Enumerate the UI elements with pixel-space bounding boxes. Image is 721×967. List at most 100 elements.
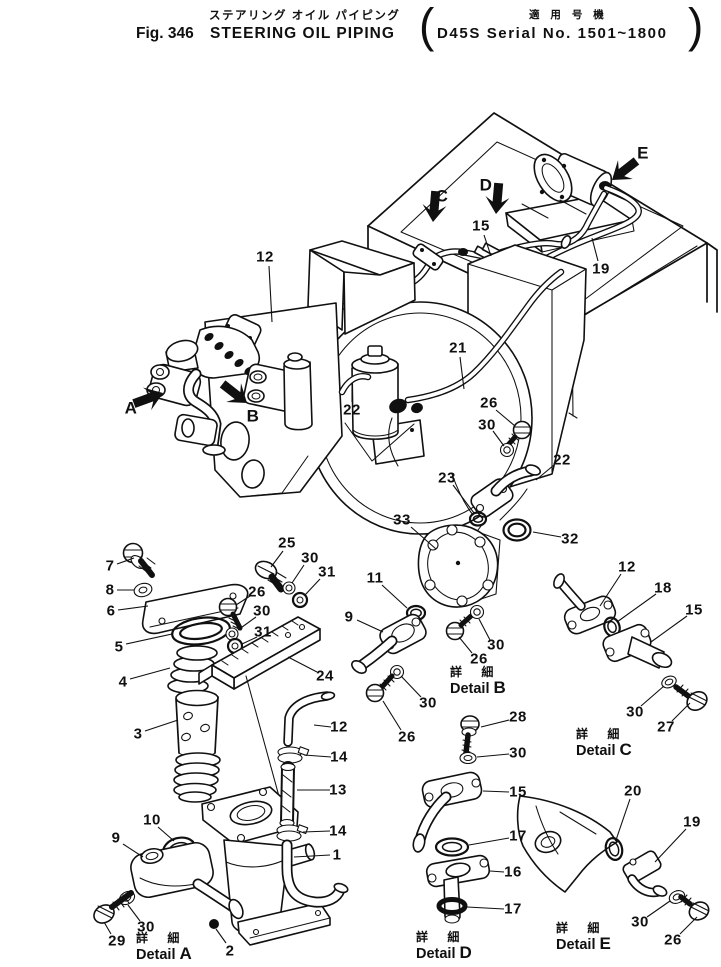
detail-e-parts-drawing [604,837,710,921]
leader-line [157,826,175,842]
leader-line [129,667,171,680]
leader-line [650,615,688,643]
part-number-callout: 22 [343,402,361,419]
leader-line [304,578,321,596]
part-number-callout: 10 [143,812,161,829]
part-number-callout: 12 [330,719,348,736]
part-number-callout: 12 [618,559,636,576]
leader-line [127,904,141,922]
leader-line [116,557,135,565]
leader-line [122,843,144,858]
part-number-callout: 1 [333,847,342,864]
leader-line [615,798,631,841]
parenthesis-open: ( [419,0,435,52]
part-number-callout: 9 [345,609,354,626]
part-number-callout: 31 [254,624,272,641]
leader-line [483,234,492,257]
leader-line [303,754,332,758]
leader-line [599,573,622,607]
part-number-callout: 28 [509,709,527,726]
leader-line [452,484,475,514]
parenthesis-close: ) [688,0,704,52]
part-number-callout: 18 [654,580,672,597]
leader-line [293,854,331,858]
leader-line [535,464,555,481]
part-number-callout: 33 [393,512,411,529]
detail-d-parts-drawing [412,715,491,924]
detail-c-parts-drawing [553,573,708,712]
leader-line [459,356,465,390]
leader-line [356,619,384,633]
leader-line [640,685,665,707]
part-number-callout: 17 [509,828,527,845]
part-number-callout: 30 [137,919,155,936]
leader-line [616,593,657,623]
serial-range: D45S Serial No. 1501~1800 [437,25,668,42]
leader-line [489,870,505,873]
leader-line [302,830,331,833]
leader-line [679,916,698,935]
leader-line [476,753,510,758]
part-number-callout: 3 [134,726,143,743]
leader-line [144,719,179,732]
leader-line [468,837,510,846]
part-number-callout: 9 [112,830,121,847]
part-number-callout: 30 [478,417,496,434]
view-arrow-letter: D [480,176,493,195]
part-number-callout: 22 [553,452,571,469]
relief-valve-parts-drawing [122,542,321,803]
part-number-callout: 25 [278,535,296,552]
title-japanese: ステアリング オイル パイピング [209,10,401,22]
part-number-callout: 4 [119,674,128,691]
view-direction-arrow [612,157,640,180]
part-number-callout: 26 [470,651,488,668]
part-number-callout: 30 [509,745,527,762]
leader-line [478,618,491,641]
leader-line [646,900,671,918]
part-number-callout: 21 [449,340,467,357]
leader-line [532,531,562,538]
part-number-callout: 30 [626,704,644,721]
leader-line [480,719,510,728]
view-arrow-letter: E [637,144,649,163]
part-number-callout: 27 [657,719,675,736]
part-number-callout: 14 [329,823,347,840]
leader-line [671,702,691,722]
leader-line [268,265,273,323]
part-number-callout: 5 [115,639,124,656]
view-direction-arrow [485,182,510,214]
leader-line [237,616,257,631]
part-number-callout: 30 [419,695,437,712]
part-number-callout: 26 [398,729,416,746]
part-number-callout: 19 [592,261,610,278]
part-number-callout: 8 [106,582,115,599]
leader-line [458,636,473,654]
view-arrow-letter: A [125,399,138,418]
leader-line [466,906,505,910]
part-number-callout: 2 [226,943,235,960]
leader-line [235,595,251,606]
leader-line [313,724,332,728]
part-number-callout: 30 [253,603,271,620]
part-number-callout: 15 [472,218,490,235]
title-english: STEERING OIL PIPING [210,25,395,42]
part-number-callout: 19 [683,814,701,831]
part-number-callout: 23 [438,470,456,487]
leader-line [381,584,408,609]
steering-valve-drawing [146,314,399,456]
view-direction-arrow [422,190,447,222]
leader-line [492,430,505,447]
pump-hose-drawing [338,268,565,467]
part-number-callout: 26 [664,932,682,949]
frame-corner-drawing [516,795,618,893]
applicability-japanese: 適 用 号 機 [529,9,608,21]
leader-line [287,656,318,673]
view-direction-arrow [132,387,163,411]
part-number-callout: 24 [316,668,334,685]
